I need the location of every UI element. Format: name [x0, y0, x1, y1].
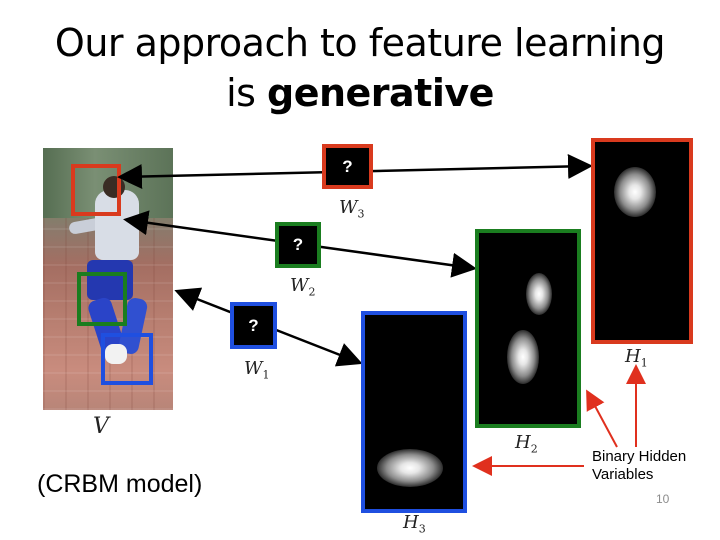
- annotation-line-1: Binary Hidden: [592, 448, 687, 465]
- hidden-label-h3: H3: [403, 512, 426, 536]
- weight-label-w1: W1: [244, 358, 270, 382]
- input-image-runner: [43, 148, 173, 410]
- weight-label-w3: W3: [339, 197, 365, 221]
- annotation-arrow-h2: [586, 389, 618, 448]
- hidden-map-h2: [475, 229, 581, 428]
- activation-blob: [507, 330, 539, 384]
- visible-layer-label: V: [93, 414, 109, 439]
- title-line-1: Our approach to feature learning: [54, 21, 666, 65]
- activation-blob: [614, 167, 656, 217]
- weight-label-w2: W2: [290, 275, 316, 299]
- hidden-map-h1: [591, 138, 693, 344]
- annotation-binary-hidden: Binary Hidden Variables: [592, 448, 686, 484]
- filter-query-w3: ?: [322, 144, 373, 189]
- hidden-map-h3: [361, 311, 467, 513]
- hidden-label-h2: H2: [515, 432, 538, 456]
- filter-query-w2: ?: [275, 222, 321, 268]
- filter-query-w1: ?: [230, 302, 277, 349]
- hidden-label-h1: H1: [625, 346, 648, 370]
- annotation-line-2: Variables: [592, 466, 654, 483]
- title-prefix: is: [226, 71, 267, 115]
- slide-number: 10: [656, 492, 670, 506]
- activation-blob: [377, 449, 443, 487]
- activation-blob: [526, 273, 552, 315]
- input-patch-green: [77, 272, 127, 326]
- model-caption: (CRBM model): [37, 470, 203, 498]
- title-line-2: is generative: [0, 70, 720, 116]
- input-patch-red: [71, 164, 121, 216]
- title-emphasis: generative: [267, 71, 494, 115]
- input-patch-blue: [101, 333, 153, 385]
